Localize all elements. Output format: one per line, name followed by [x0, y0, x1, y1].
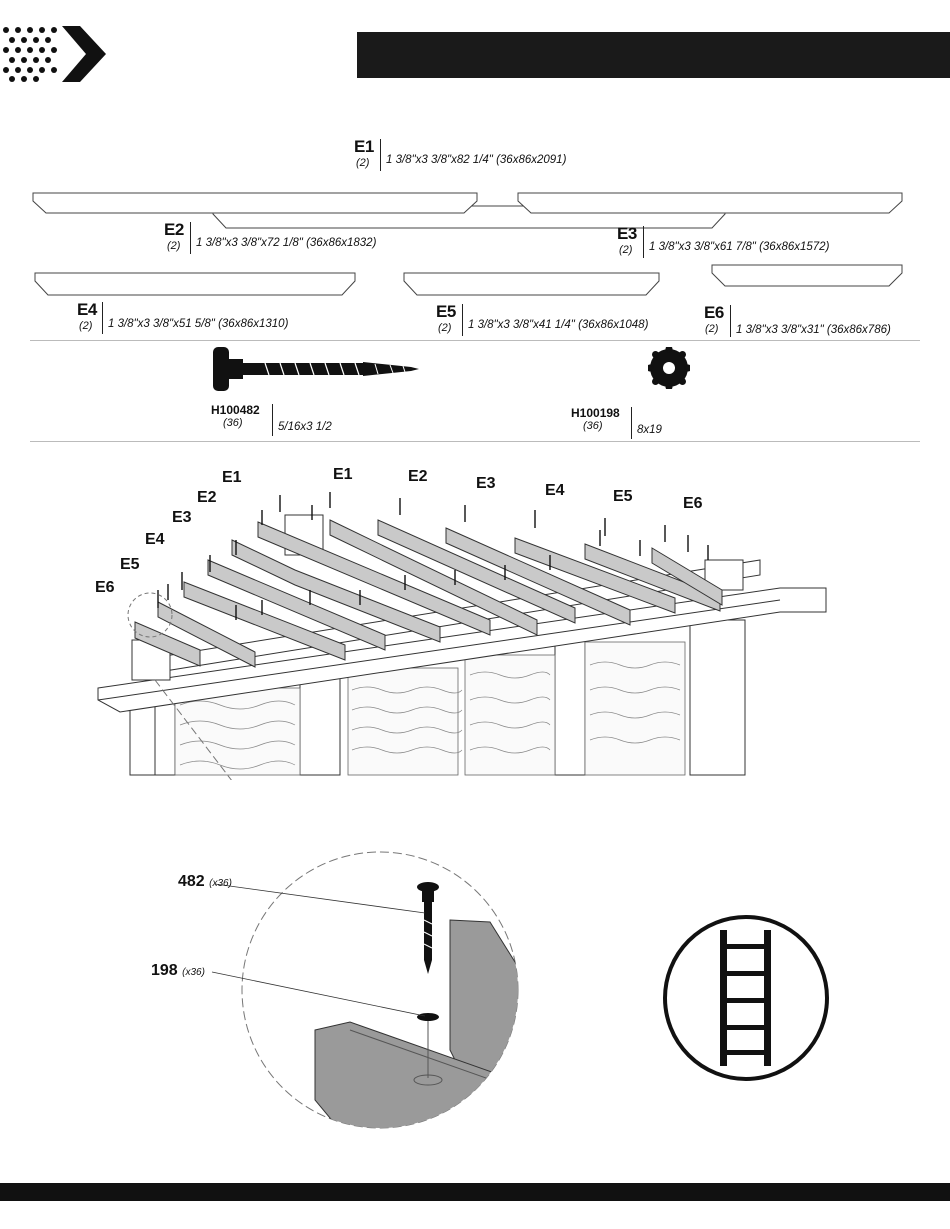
- part-e3-block: E3 (2): [617, 224, 637, 256]
- part-dim: 1 3/8"x3 3/8"x41 1/4" (36x86x1048): [468, 319, 649, 331]
- assembly-label: E6: [95, 579, 115, 596]
- part-qty: (2): [705, 323, 719, 335]
- part-id: E6: [704, 303, 724, 322]
- section-divider: [30, 340, 920, 341]
- fastener-detail-drawing: [241, 851, 519, 1129]
- part-dim: 1 3/8"x3 3/8"x51 5/8" (36x86x1310): [108, 318, 289, 330]
- header-bar: [357, 32, 950, 78]
- assembly-label: E2: [197, 489, 217, 506]
- washer-callout-number: 198: [151, 962, 178, 979]
- hardware-qty: (36): [583, 420, 603, 432]
- assembly-label: E2: [408, 468, 428, 485]
- hardware-code: H100198: [571, 406, 620, 420]
- screw-callout-number: 482: [178, 873, 205, 890]
- hardware-size: 5/16x3 1/2: [278, 421, 332, 433]
- part-dim: 1 3/8"x3 3/8"x61 7/8" (36x86x1572): [649, 241, 830, 253]
- part-id: E3: [617, 224, 637, 243]
- washer-callout: 198 (x36): [151, 962, 205, 980]
- parts-drawing: [32, 192, 903, 296]
- part-e4-block: E4 (2): [77, 300, 97, 332]
- ladder-icon: [663, 915, 829, 1081]
- washer-callout-qty: (x36): [182, 967, 205, 978]
- part-e3-shape: [517, 192, 903, 214]
- screw-callout-qty: (x36): [209, 878, 232, 889]
- part-dim: 1 3/8"x3 3/8"x82 1/4" (36x86x2091): [386, 154, 567, 166]
- part-e5-shape: [403, 272, 660, 296]
- part-e5-block: E5 (2): [436, 302, 456, 334]
- part-id: E4: [77, 300, 97, 319]
- part-qty: (2): [438, 322, 452, 334]
- footer-bar: [0, 1183, 950, 1201]
- brand-logo-icon: [3, 26, 106, 82]
- part-e4-shape: [34, 272, 356, 296]
- part-dim: 1 3/8"x3 3/8"x72 1/8" (36x86x1832): [196, 237, 377, 249]
- assembly-label: E4: [145, 531, 165, 548]
- part-e6-block: E6 (2): [704, 303, 724, 335]
- section-divider: [30, 441, 920, 442]
- part-qty: (2): [356, 157, 370, 169]
- hardware-code: H100482: [211, 403, 260, 417]
- screw-callout: 482 (x36): [178, 873, 232, 891]
- hardware-qty: (36): [223, 417, 243, 429]
- assembly-label: E6: [683, 495, 703, 512]
- part-qty: (2): [167, 240, 181, 252]
- part-e1-block: E1 (2): [354, 137, 374, 169]
- assembly-label: E1: [333, 466, 353, 483]
- hardware-screw-block: H100482 (36): [211, 403, 260, 429]
- hardware-washer-block: H100198 (36): [571, 406, 620, 432]
- assembly-label: E5: [613, 488, 633, 505]
- hardware-size: 8x19: [637, 424, 662, 436]
- part-id: E2: [164, 220, 184, 239]
- assembly-label: E5: [120, 556, 140, 573]
- assembly-label: E4: [545, 482, 565, 499]
- part-qty: (2): [619, 244, 633, 256]
- part-qty: (2): [79, 320, 93, 332]
- part-e2-block: E2 (2): [164, 220, 184, 252]
- washer-icon: [648, 347, 690, 389]
- part-e2-shape: [32, 192, 478, 214]
- lag-screw-icon: [213, 347, 419, 391]
- part-dim: 1 3/8"x3 3/8"x31" (36x86x786): [736, 324, 891, 336]
- part-id: E5: [436, 302, 456, 321]
- pergola-assembly-drawing: [97, 492, 827, 780]
- assembly-label: E3: [476, 475, 496, 492]
- part-id: E1: [354, 137, 374, 156]
- assembly-label: E1: [222, 469, 242, 486]
- part-e6-shape: [711, 264, 903, 287]
- assembly-label: E3: [172, 509, 192, 526]
